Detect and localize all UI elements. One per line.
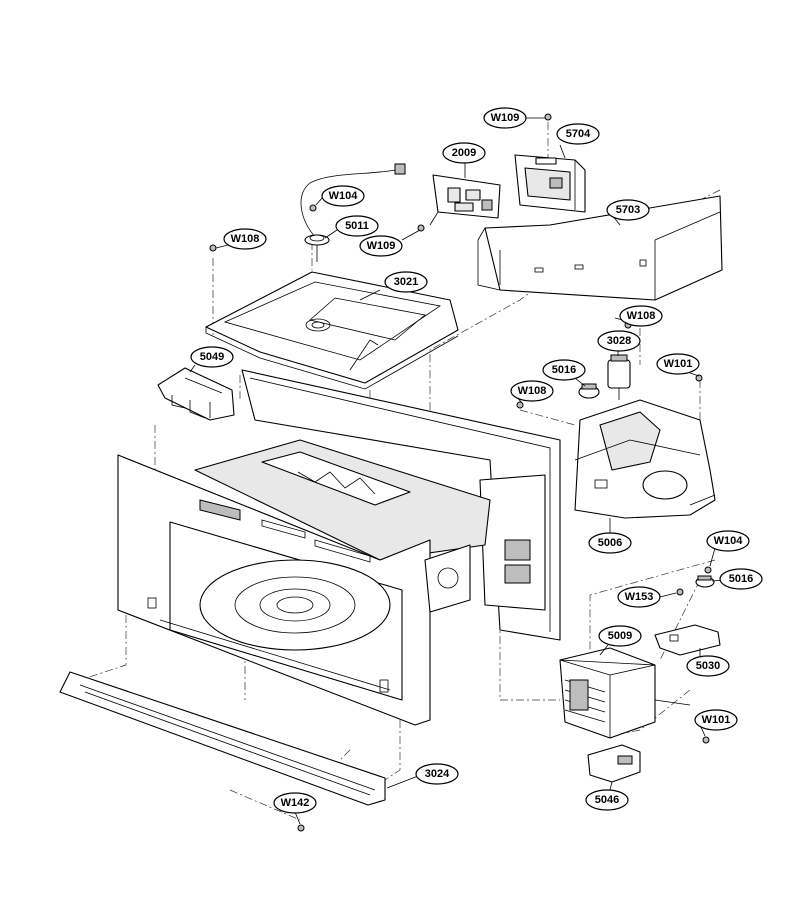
oven-lamp (607, 354, 631, 400)
control-board (429, 174, 501, 226)
callout-3021: 3021 (384, 271, 428, 293)
svg-text:5016: 5016 (729, 573, 753, 585)
magnetron (559, 647, 691, 739)
callout-2009: 2009 (442, 142, 486, 164)
stirrer-motor (300, 163, 406, 262)
callout-w104-top: W104 (321, 185, 365, 207)
svg-text:W108: W108 (518, 385, 547, 397)
callout-5046: 5046 (585, 789, 629, 811)
callout-5030: 5030 (686, 655, 730, 677)
callout-w101-lower: W101 (694, 709, 738, 731)
svg-text:3024: 3024 (425, 768, 450, 780)
callout-w109-pcb: W109 (359, 235, 403, 257)
front-frame (117, 439, 491, 726)
callout-5011: 5011 (335, 215, 379, 237)
svg-text:5049: 5049 (200, 351, 224, 363)
callout-5049: 5049 (190, 346, 234, 368)
bottom-trim-panel (59, 671, 386, 806)
svg-text:5704: 5704 (566, 128, 591, 140)
callout-5006: 5006 (588, 532, 632, 554)
svg-text:5006: 5006 (598, 537, 622, 549)
callout-5704: 5704 (556, 123, 600, 145)
callout-3024: 3024 (415, 763, 459, 785)
svg-text:2009: 2009 (452, 147, 476, 159)
svg-text:W142: W142 (281, 797, 310, 809)
svg-text:W104: W104 (714, 535, 744, 547)
svg-text:3021: 3021 (394, 276, 418, 288)
protector-bracket (654, 624, 721, 656)
callout-w104-lower: W104 (706, 530, 750, 552)
svg-text:W109: W109 (367, 240, 396, 252)
callout-3028: 3028 (597, 330, 641, 352)
relay-box (514, 154, 586, 213)
callout-5016-upper: 5016 (542, 359, 586, 381)
svg-text:W109: W109 (491, 112, 520, 124)
top-cover-plate (205, 271, 459, 390)
svg-text:W101: W101 (702, 714, 731, 726)
svg-text:5046: 5046 (595, 794, 619, 806)
vent-grille-right (504, 539, 531, 584)
callout-w101-upper: W101 (656, 353, 700, 375)
callout-w108-left: W108 (223, 228, 267, 250)
svg-text:W108: W108 (627, 310, 656, 322)
svg-text:W104: W104 (329, 190, 359, 202)
thermal-protector-lower (695, 575, 715, 588)
svg-text:5011: 5011 (345, 220, 369, 232)
svg-text:5703: 5703 (616, 204, 640, 216)
turntable (199, 559, 391, 651)
callout-5703: 5703 (606, 199, 650, 221)
svg-text:W101: W101 (664, 358, 693, 370)
svg-text:W153: W153 (625, 591, 654, 603)
svg-text:W108: W108 (231, 233, 260, 245)
svg-text:5009: 5009 (608, 630, 632, 642)
svg-text:3028: 3028 (607, 335, 631, 347)
callout-w109-top: W109 (483, 107, 527, 129)
svg-text:5016: 5016 (552, 364, 576, 376)
callout-w142: W142 (273, 792, 317, 814)
thermal-protector-upper (578, 383, 600, 399)
mounting-bracket (477, 195, 723, 301)
fan-motor-assembly (574, 399, 716, 519)
oven-cavity (241, 369, 561, 641)
callout-5009: 5009 (598, 625, 642, 647)
screws (209, 113, 712, 832)
callout-w153: W153 (617, 586, 661, 608)
fuse-holder (587, 744, 641, 783)
air-guide (157, 367, 235, 421)
callout-w108-right: W108 (619, 305, 663, 327)
callout-w108-middle: W108 (510, 380, 554, 402)
callout-5016-lower: 5016 (719, 568, 763, 590)
svg-text:5030: 5030 (696, 660, 720, 672)
